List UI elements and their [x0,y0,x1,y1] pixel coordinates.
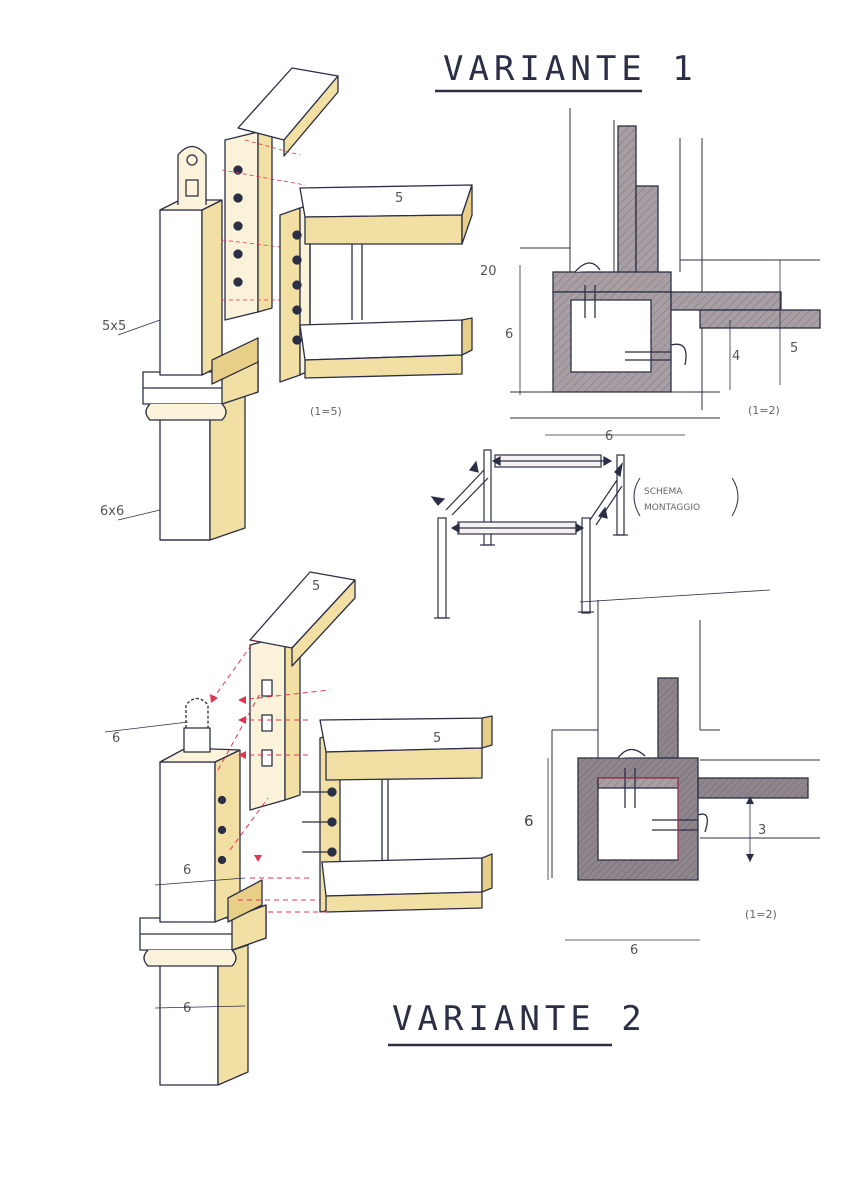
v2-section-dim-6-side: 6 [524,812,534,830]
v1-lifting-lug [177,145,207,205]
v1-section-dim-20: 20 [480,264,497,279]
v2-dim-beam-top-5: 5 [312,579,320,594]
v1-upper-post [159,199,259,385]
variant2-isometric-drawing: 6 5 5 6 6 [104,571,493,1086]
v2-section-dim-3: 3 [758,823,766,838]
v2-upper-beam [249,571,356,667]
v2-insertion-arrows [210,694,262,862]
v2-dim-post-top-6: 6 [112,731,120,746]
v2-c-channel [302,715,493,913]
title-variant-2: VARIANTE 2 [388,999,647,1047]
v1-section-dim-6-bottom: 6 [605,429,613,444]
assembly-arrows [430,455,623,534]
v1-label-5x5: 5x5 [102,319,126,334]
title-variant-1-text: VARIANTE 1 [443,49,698,89]
v1-section-dim-5: 5 [790,341,798,356]
variant2-section-drawing: 6 3 6 (1=2) [524,589,820,958]
v1-dim-beam-5: 5 [395,191,403,206]
v2-connector-plate [249,631,301,811]
v2-section-dim-6-bottom: 6 [630,943,638,958]
v1-connector-plate [224,127,273,321]
v2-lower-post [159,944,249,1086]
v1-construction-lines [221,139,306,301]
title-variant-1: VARIANTE 1 [435,49,698,93]
v2-upper-post [159,697,263,923]
v1-scale-1-2: (1=2) [748,404,780,417]
title-variant-2-text: VARIANTE 2 [392,999,647,1039]
v1-label-6x6: 6x6 [100,504,124,519]
v2-dim-beam-side-5: 5 [433,731,441,746]
assembly-label-line1: SCHEMA [644,487,683,497]
v1-scale-1-5: (1=5) [310,405,342,418]
assembly-posts [434,449,628,619]
v2-dim-post-lower-6: 6 [183,1001,191,1016]
v2-scale-1-2: (1=2) [745,908,777,921]
v1-section-dim-6-side: 6 [505,327,513,342]
assembly-schema: SCHEMA MONTAGGIO [430,449,739,619]
v1-lower-post [159,384,246,541]
v2-construction-lines [211,639,331,913]
v1-section-dim-4: 4 [732,349,740,364]
v1-upper-beam [237,67,339,157]
v1-c-channel [279,184,473,383]
variant1-section-drawing: 20 6 4 5 6 (1=2) [480,108,821,444]
variant1-isometric-drawing: 5x5 6x6 5 (1=5) [100,67,473,541]
assembly-label-line2: MONTAGGIO [644,503,700,513]
v2-dim-post-face-6: 6 [183,863,191,878]
